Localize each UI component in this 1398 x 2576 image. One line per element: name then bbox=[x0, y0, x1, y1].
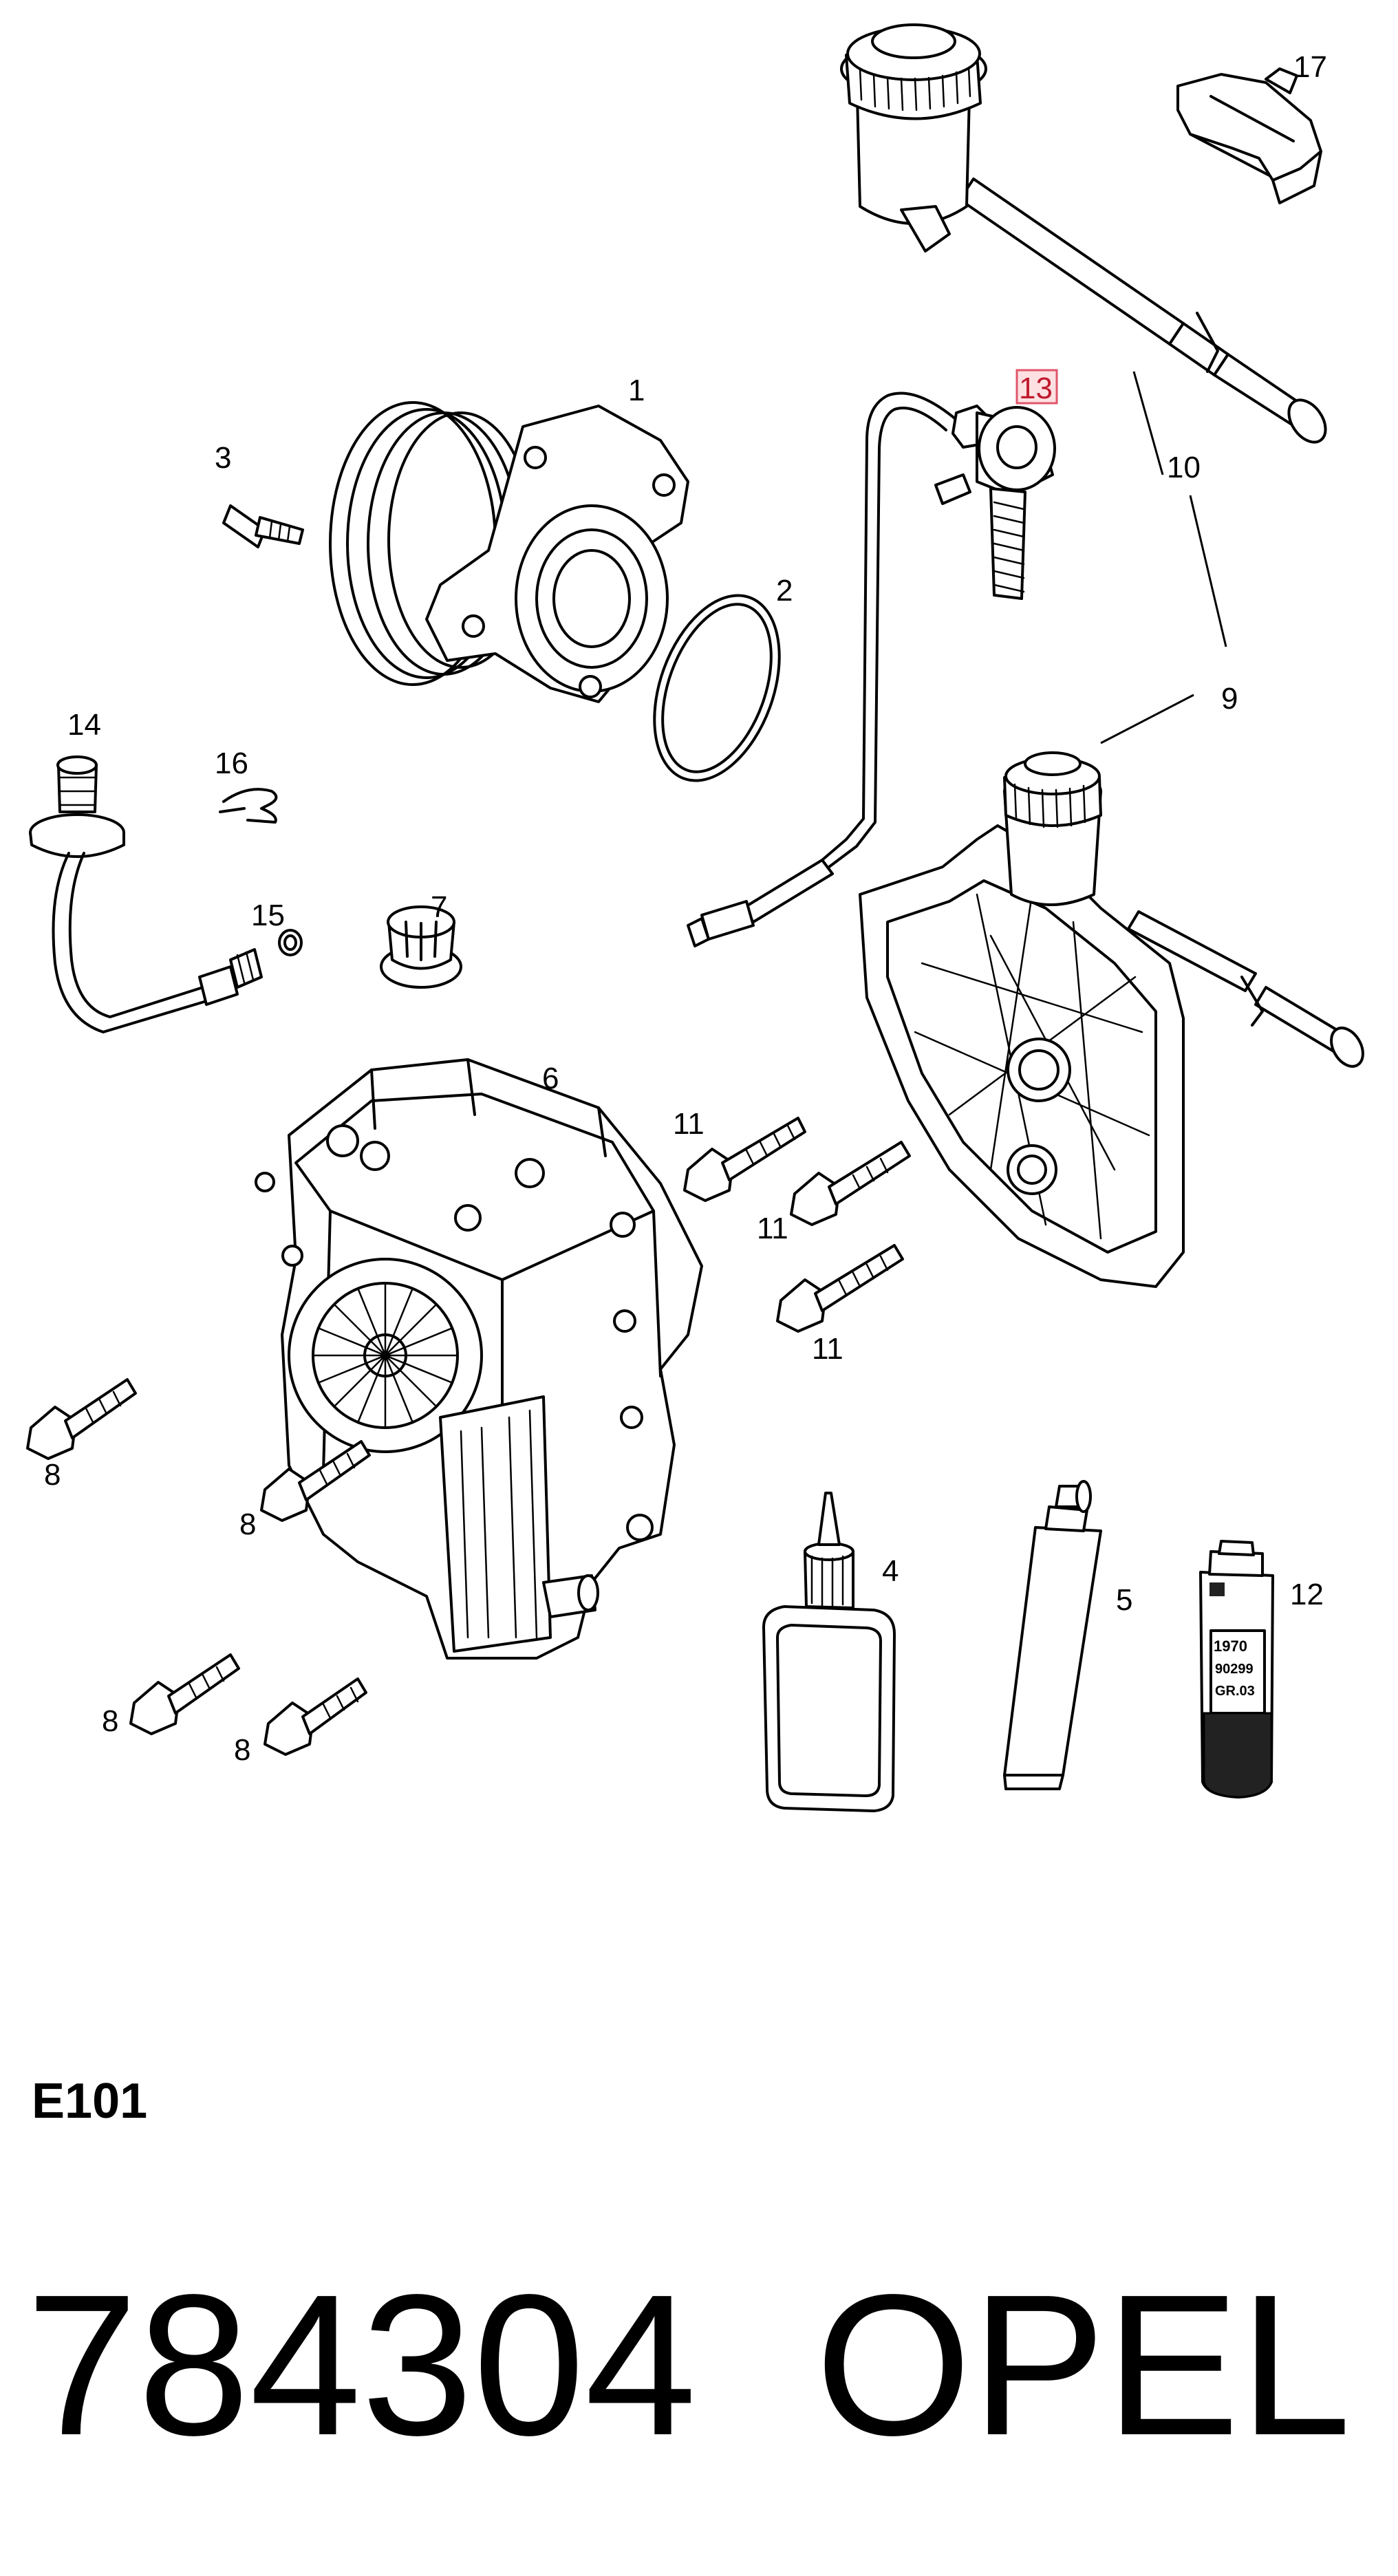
callout-1: 1 bbox=[628, 374, 645, 407]
part-15-washer[interactable] bbox=[278, 929, 303, 956]
callout-11b: 11 bbox=[757, 1212, 788, 1245]
bolt-11c bbox=[776, 1244, 904, 1333]
callout-16: 16 bbox=[215, 747, 248, 780]
part-6-actuator[interactable] bbox=[255, 1058, 703, 1660]
bolt-11b bbox=[790, 1141, 911, 1226]
callout-8b: 8 bbox=[239, 1507, 256, 1541]
part-5-tube[interactable] bbox=[1003, 1480, 1102, 1790]
callout-8a: 8 bbox=[44, 1458, 61, 1492]
part-17-clip[interactable] bbox=[1176, 67, 1322, 204]
callout-11a: 11 bbox=[673, 1107, 705, 1141]
callout-8c: 8 bbox=[102, 1704, 118, 1738]
part-9-master-cylinder[interactable] bbox=[859, 751, 1369, 1288]
callout-14: 14 bbox=[67, 708, 101, 742]
callout-10: 10 bbox=[1167, 451, 1201, 484]
callout-13: 13 bbox=[1019, 372, 1053, 405]
part-8-bolts[interactable] bbox=[26, 1378, 371, 1756]
callout-9: 9 bbox=[1221, 682, 1238, 716]
callout-4: 4 bbox=[882, 1554, 899, 1588]
callout-11c: 11 bbox=[812, 1332, 843, 1366]
bolt-8a bbox=[26, 1378, 137, 1460]
bolt-8c bbox=[129, 1653, 240, 1735]
callout-13-highlight-box bbox=[1015, 369, 1058, 405]
part-1-slave-cylinder[interactable] bbox=[329, 401, 689, 703]
bolt-11a bbox=[683, 1117, 806, 1202]
bolt-8d bbox=[264, 1677, 367, 1756]
leader-lines bbox=[1100, 371, 1227, 744]
callout-7: 7 bbox=[431, 890, 447, 924]
part-16-clip[interactable] bbox=[219, 788, 278, 824]
part-10-reservoir-pipe[interactable] bbox=[840, 23, 1333, 449]
callout-3: 3 bbox=[215, 441, 231, 475]
bolt-8b bbox=[260, 1440, 371, 1522]
callout-17: 17 bbox=[1293, 50, 1327, 84]
tube-print-3: GR.03 bbox=[1215, 1684, 1255, 1699]
tube-print-1: 1970 bbox=[1214, 1638, 1247, 1655]
tube-print-2: 90299 bbox=[1215, 1662, 1254, 1677]
callout-8d: 8 bbox=[234, 1733, 250, 1767]
part-12-sealant[interactable]: 1970 90299 GR.03 bbox=[1199, 1540, 1274, 1799]
diagram-code: E101 bbox=[32, 2074, 147, 2129]
brand-name: OPEL bbox=[815, 2253, 1351, 2477]
part-14-hose[interactable] bbox=[29, 755, 263, 1033]
callout-5: 5 bbox=[1116, 1583, 1132, 1617]
part-3-bolt[interactable] bbox=[222, 504, 304, 548]
part-7-plug[interactable] bbox=[380, 905, 462, 989]
callout-6: 6 bbox=[542, 1062, 559, 1095]
part-2-o-ring[interactable] bbox=[631, 578, 803, 797]
callout-12: 12 bbox=[1290, 1578, 1324, 1611]
callout-labels: 1 2 3 4 5 6 7 8 8 8 8 9 10 11 11 11 12 1… bbox=[44, 50, 1327, 1767]
part-11-bolts[interactable] bbox=[683, 1117, 911, 1333]
part-13-sensor[interactable] bbox=[687, 391, 1056, 947]
part-4-bottle[interactable] bbox=[762, 1492, 896, 1812]
callout-2: 2 bbox=[776, 574, 793, 608]
callout-15: 15 bbox=[251, 899, 285, 932]
part-number: 784304 bbox=[26, 2253, 696, 2477]
